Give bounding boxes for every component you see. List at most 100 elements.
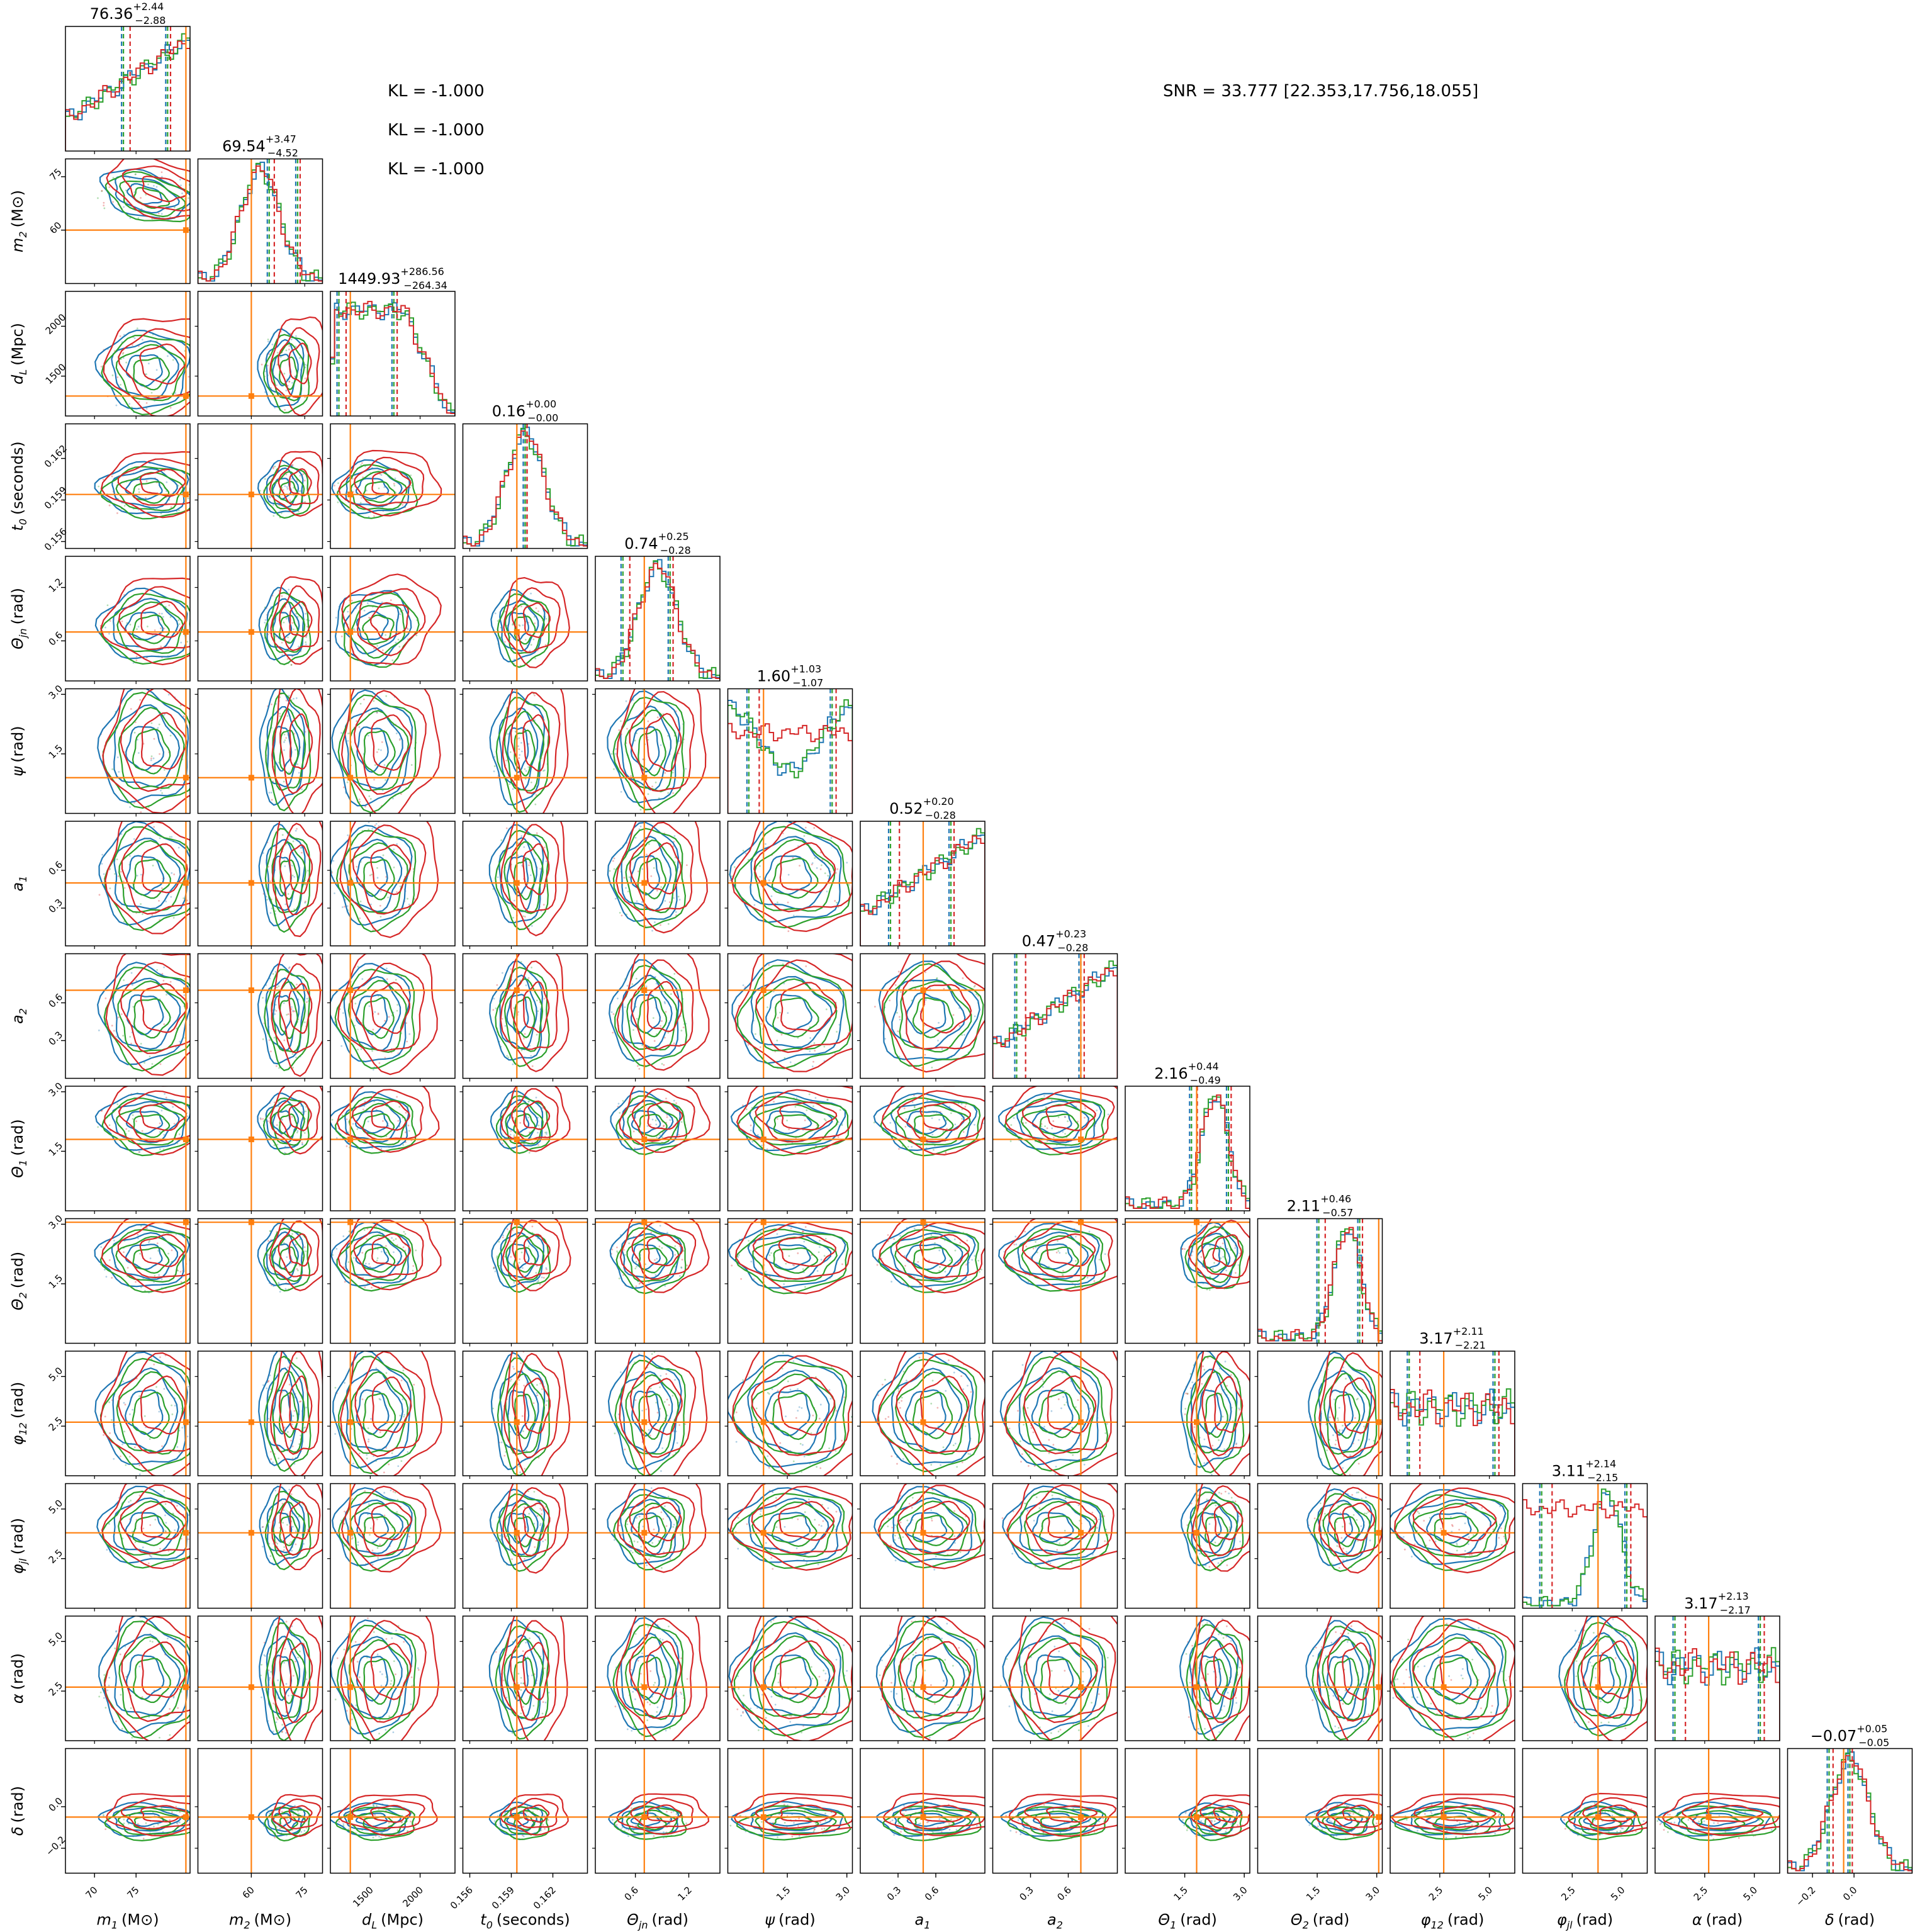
contour-line	[269, 451, 323, 517]
contour-line	[288, 342, 312, 385]
sample-point	[539, 1524, 541, 1526]
title-minus: −2.88	[135, 14, 166, 26]
sample-point	[1057, 1398, 1060, 1400]
sample-point	[541, 1276, 543, 1279]
sample-point	[659, 1386, 661, 1388]
sample-point	[1342, 1366, 1344, 1369]
sample-point	[132, 1114, 134, 1116]
sample-point	[291, 874, 294, 877]
sample-point	[159, 1148, 161, 1150]
sample-point	[759, 1046, 761, 1048]
sample-point	[901, 1400, 903, 1402]
sample-point	[765, 843, 767, 845]
sample-point	[383, 1491, 386, 1494]
sample-point	[285, 473, 288, 476]
sample-point	[539, 1522, 542, 1525]
sample-point	[283, 1426, 286, 1429]
title-plus: +0.46	[1320, 1193, 1351, 1205]
sample-point	[292, 1010, 295, 1013]
sample-point	[288, 966, 291, 969]
y-tick-label: 1.5	[47, 743, 65, 761]
contour-line	[729, 1483, 853, 1571]
sample-point	[366, 1457, 368, 1459]
sample-point	[1046, 1140, 1048, 1142]
contour-line	[132, 728, 171, 775]
contour-line	[496, 1493, 550, 1572]
sample-point	[146, 1227, 149, 1229]
sample-point	[139, 1252, 142, 1255]
sample-point	[402, 503, 404, 506]
truth-marker	[347, 987, 354, 993]
contour-line	[117, 458, 190, 506]
truth-marker	[760, 987, 767, 993]
sample-point	[656, 1137, 658, 1138]
contour-line	[279, 356, 298, 391]
sample-point	[524, 768, 526, 770]
sample-point	[841, 1511, 843, 1513]
sample-point	[398, 739, 401, 741]
sample-point	[1234, 1247, 1237, 1249]
sample-point	[298, 490, 300, 493]
sample-point	[404, 1249, 407, 1252]
sample-point	[392, 797, 394, 800]
sample-point	[179, 704, 182, 707]
contour-line	[288, 1101, 312, 1132]
contour-panel-3-6	[459, 821, 588, 949]
contour-line	[753, 821, 853, 913]
sample-point	[960, 1375, 963, 1378]
sample-point	[300, 846, 302, 849]
sample-point	[154, 1519, 157, 1521]
contour-line	[362, 614, 395, 645]
sample-point	[641, 901, 643, 903]
contour-panel-1-10	[194, 1351, 323, 1479]
contour-panel-2-3	[327, 423, 456, 552]
truth-marker	[347, 1219, 354, 1225]
sample-point	[407, 1125, 410, 1126]
sample-point	[1191, 1381, 1194, 1384]
sample-point	[369, 1266, 371, 1268]
sample-point	[183, 715, 185, 717]
sample-point	[143, 1415, 146, 1417]
sample-point	[799, 1442, 802, 1445]
sample-point	[337, 482, 339, 485]
sample-point	[379, 904, 381, 907]
truth-marker	[514, 1419, 520, 1425]
contour-line	[279, 688, 321, 794]
sample-point	[518, 757, 520, 760]
truth-marker	[1194, 1419, 1200, 1425]
sample-point	[899, 991, 902, 993]
sample-point	[194, 1027, 196, 1029]
sample-point	[963, 1033, 965, 1036]
contour-line	[771, 1515, 817, 1547]
contour-line	[510, 960, 559, 1050]
sample-point	[174, 1405, 176, 1407]
sample-point	[141, 1130, 143, 1132]
contour-line	[499, 1371, 539, 1452]
sample-point	[662, 1518, 665, 1520]
sample-point	[169, 616, 172, 618]
sample-point	[111, 374, 114, 376]
contour-line	[1031, 1110, 1072, 1135]
sample-point	[153, 826, 155, 828]
histogram-series-0	[330, 302, 455, 416]
sample-point	[366, 1454, 368, 1456]
sample-point	[359, 702, 362, 705]
sample-point	[964, 1425, 967, 1427]
sample-point	[524, 778, 527, 780]
sample-point	[285, 390, 288, 391]
panel-frame	[1125, 1351, 1250, 1476]
sample-point	[1043, 1094, 1045, 1097]
truth-marker	[248, 880, 254, 886]
sample-point	[493, 756, 496, 758]
sample-point	[613, 868, 615, 870]
contour-line	[125, 1244, 163, 1271]
contour-line	[755, 1089, 853, 1143]
sample-point	[639, 809, 642, 811]
sample-point	[379, 916, 382, 918]
sample-point	[279, 356, 282, 358]
sample-point	[813, 1042, 816, 1044]
sample-point	[954, 1249, 957, 1252]
sample-point	[1211, 1268, 1214, 1270]
sample-point	[1086, 1276, 1089, 1279]
contour-line	[1327, 1389, 1354, 1436]
